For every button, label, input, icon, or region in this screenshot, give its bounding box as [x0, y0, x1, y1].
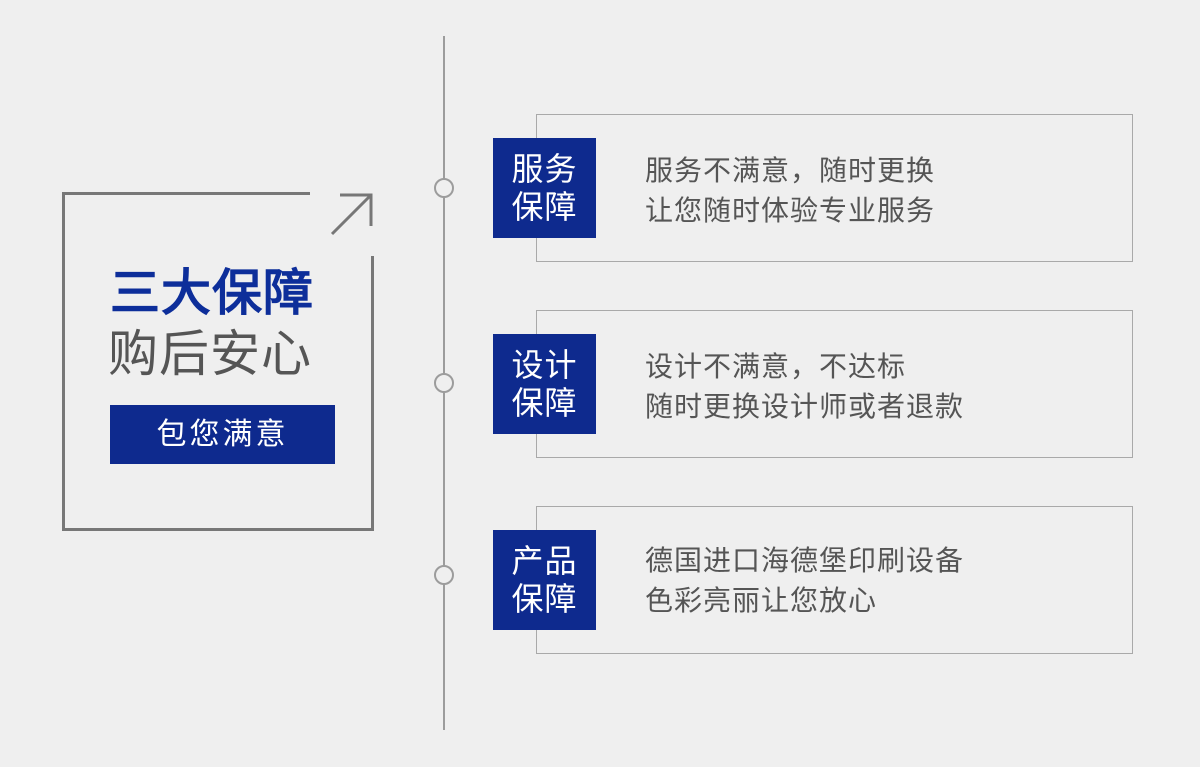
product-guarantee-tag: 产品 保障: [493, 530, 596, 630]
timeline-node-icon: [434, 178, 454, 198]
tag-line-2: 保障: [511, 188, 578, 226]
tag-line-2: 保障: [511, 580, 578, 618]
description-line-1: 设计不满意，不达标: [645, 350, 907, 383]
service-guarantee-card: [536, 114, 1133, 262]
timeline-node-icon: [434, 373, 454, 393]
service-guarantee-description: 服务不满意，随时更换 让您随时体验专业服务: [645, 151, 935, 231]
tag-line-2: 保障: [511, 384, 578, 422]
description-line-2: 随时更换设计师或者退款: [645, 390, 965, 423]
frame-bottom-border: [62, 528, 374, 531]
design-guarantee-tag: 设计 保障: [493, 334, 596, 434]
promo-title: 三大保障: [110, 264, 314, 322]
tag-line-1: 设计: [511, 346, 578, 384]
arrow-up-right-icon: [330, 193, 373, 236]
description-line-1: 服务不满意，随时更换: [645, 154, 936, 187]
frame-left-border: [62, 192, 65, 531]
promo-subtitle: 购后安心: [108, 325, 312, 383]
tag-line-1: 产品: [511, 542, 578, 580]
timeline-node-icon: [434, 565, 454, 585]
tag-line-1: 服务: [511, 150, 578, 188]
design-guarantee-description: 设计不满意，不达标 随时更换设计师或者退款: [645, 347, 964, 427]
promo-badge: 包您满意: [110, 405, 335, 464]
design-guarantee-card: [536, 310, 1133, 458]
description-line-2: 色彩亮丽让您放心: [645, 584, 878, 617]
promo-frame: [62, 192, 374, 531]
frame-top-border: [62, 192, 310, 195]
service-guarantee-tag: 服务 保障: [493, 138, 596, 238]
description-line-2: 让您随时体验专业服务: [645, 194, 936, 227]
description-line-1: 德国进口海德堡印刷设备: [645, 544, 965, 577]
product-guarantee-description: 德国进口海德堡印刷设备 色彩亮丽让您放心: [645, 541, 964, 621]
product-guarantee-card: [536, 506, 1133, 654]
frame-right-border: [371, 256, 374, 531]
